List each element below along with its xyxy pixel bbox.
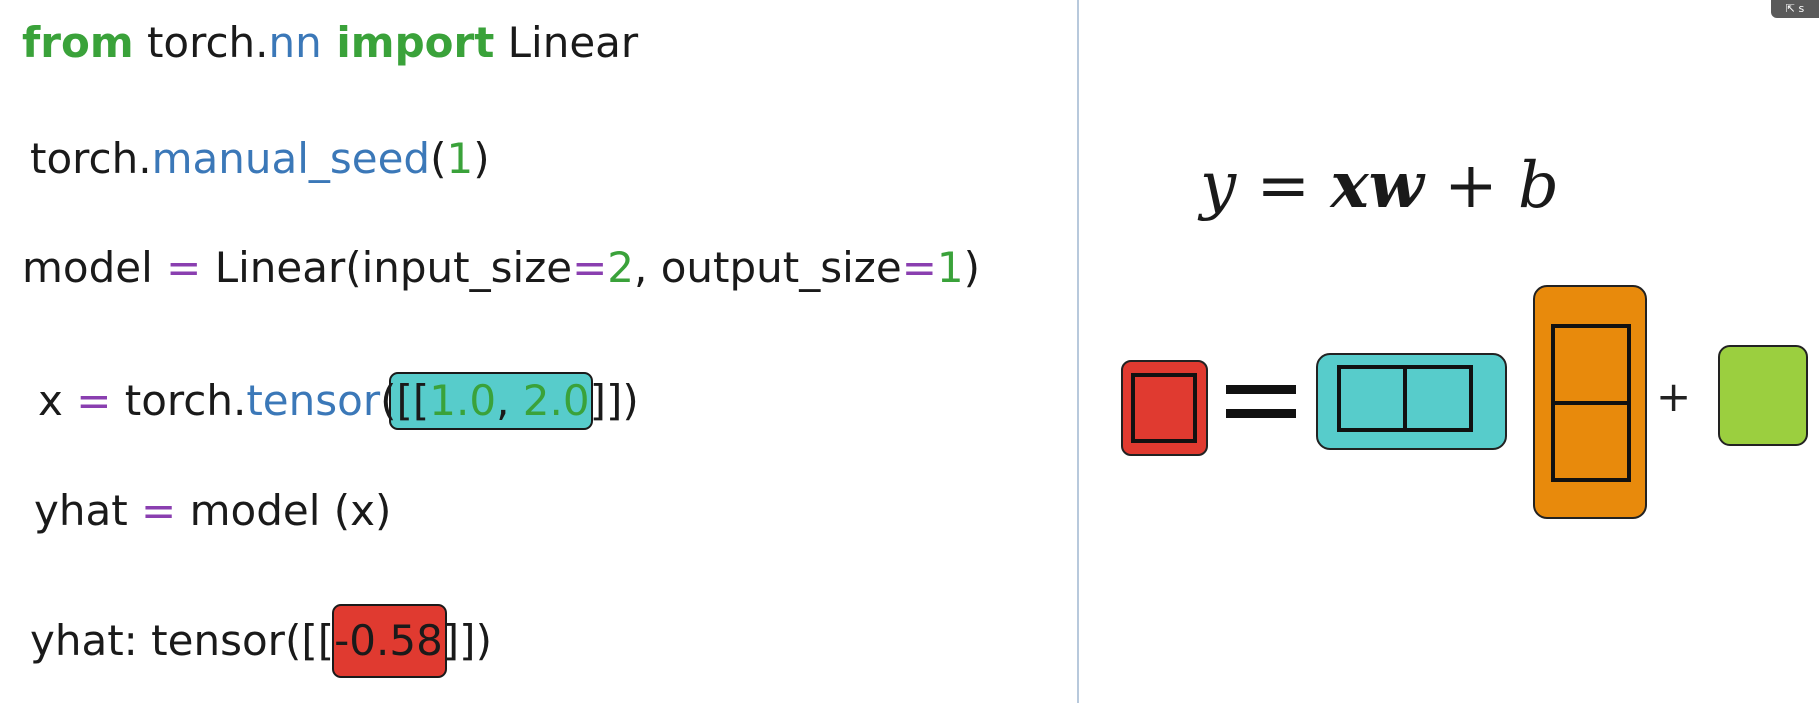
assign-operator: = — [127, 486, 190, 535]
yhat-value: -0.58 — [334, 616, 443, 665]
variable-model: model — [22, 243, 153, 292]
linear-equation: y = xw + b — [1200, 148, 1559, 223]
seed-value: 1 — [446, 134, 474, 183]
linear-call: Linear(input_size — [214, 243, 573, 292]
eq-equals: = — [1236, 149, 1331, 223]
share-badge[interactable]: ⇱ s — [1771, 0, 1819, 18]
yhat-output-highlight: -0.58 — [332, 604, 447, 678]
w-cell-1 — [1551, 324, 1631, 405]
x-input-box — [1316, 353, 1507, 450]
eq-w: w — [1368, 148, 1424, 223]
x-value-2: 2.0 — [522, 376, 590, 425]
b-bias-box — [1718, 345, 1808, 446]
x-value-1: 1.0 — [429, 376, 497, 425]
x-highlight-box — [389, 372, 593, 430]
keyword-import: import — [321, 18, 495, 67]
output-size-value: 1 — [936, 243, 964, 292]
keyword-from: from — [22, 18, 134, 67]
x-input-highlight: ([[1.0, 2.0 — [380, 372, 593, 430]
w-weight-box — [1533, 285, 1647, 519]
output-size-kwarg: , output_size — [634, 243, 902, 292]
plus-sign: + — [1656, 372, 1692, 421]
function-tensor: tensor — [246, 376, 381, 425]
code-line-predict: yhat = model (x) — [34, 490, 391, 532]
output-prefix: yhat: tensor([[ — [30, 616, 335, 665]
input-size-value: 2 — [607, 243, 635, 292]
y-output-box — [1121, 360, 1208, 456]
torch-object: torch. — [124, 376, 247, 425]
code-line-model: model = Linear(input_size=2, output_size… — [22, 247, 980, 289]
code-line-output: yhat: tensor([[-0.58]]) — [30, 604, 492, 678]
tensor-brackets-close: ]]) — [589, 376, 639, 425]
variable-x: x — [38, 376, 63, 425]
code-line-seed: torch.manual_seed(1) — [30, 138, 490, 180]
x-cell-2 — [1403, 365, 1473, 432]
eq-y: y — [1200, 149, 1237, 223]
equals-sign — [1226, 385, 1296, 419]
paren-close: ) — [473, 134, 490, 183]
torch-object: torch. — [30, 134, 152, 183]
assign-operator: = — [62, 376, 125, 425]
model-call: model (x) — [189, 486, 392, 535]
eq-b: b — [1518, 149, 1559, 223]
paren-open: ( — [430, 134, 447, 183]
variable-yhat: yhat — [34, 486, 128, 535]
kwarg-equals: = — [901, 243, 937, 292]
code-line-import: from torch.nn import Linear — [22, 22, 638, 64]
assign-operator: = — [152, 243, 215, 292]
yhat-highlight-box — [332, 604, 447, 678]
eq-x: x — [1330, 148, 1369, 223]
module-torch: torch. — [133, 18, 269, 67]
kwarg-equals: = — [572, 243, 608, 292]
tensor-brackets-open: ([[ — [380, 376, 430, 425]
eq-plus: + — [1423, 149, 1519, 223]
class-linear: Linear — [494, 18, 639, 67]
module-nn: nn — [268, 18, 322, 67]
panel-divider — [1077, 0, 1079, 703]
function-manual-seed: manual_seed — [151, 134, 431, 183]
comma: , — [496, 376, 523, 425]
code-line-tensor-x: x = torch.tensor([[1.0, 2.0]]) — [38, 372, 639, 430]
paren-close: ) — [963, 243, 981, 292]
y-cell — [1131, 373, 1197, 443]
x-cell-1 — [1337, 365, 1407, 432]
w-cell-2 — [1551, 401, 1631, 482]
output-close: ]]) — [442, 616, 492, 665]
